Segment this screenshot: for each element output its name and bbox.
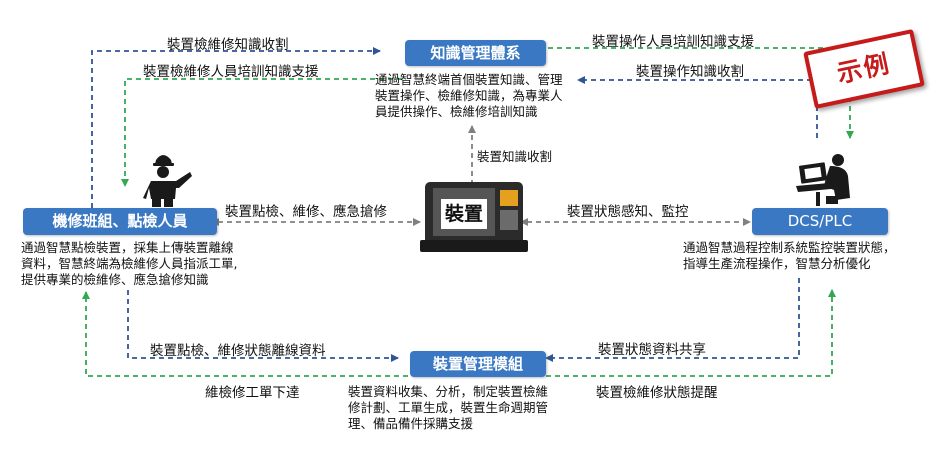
edge-label-management-to-dcs: 裝置檢維修狀態提醒 [596,385,718,401]
edge-label-dcs-to-knowledge: 裝置操作知識收割 [636,64,744,80]
edge-label-knowledge-to-dcs: 裝置操作人員培訓知識支援 [592,34,754,50]
edge-label-knowledge-to-crew: 裝置檢維修人員培訓知識支援 [143,64,319,80]
edge-dcs-to-knowledge [577,76,818,138]
knowledge-description: 通過智慧終端首個裝置知識、管理 裝置操作、檢維修知識，為專業人 員提供操作、檢維… [375,72,605,120]
maintenance-crew-label: 機修班組、點檢人員 [52,212,188,230]
crew-desc-line: 資料，智慧終端為檢維修人員指派工單, [21,256,238,271]
crew-desc-line: 提供專業的檢維修、應急搶修知識 [21,272,209,287]
knowledge-system-label: 知識管理體系 [430,44,521,62]
edge-label-crew-to-management: 裝置點檢、維修狀態離線資料 [150,343,326,359]
maintenance-crew-node: 機修班組、點檢人員 [23,208,217,235]
edge-management-to-dcs [546,289,836,377]
edge-crew-to-management [127,290,399,362]
worker-icon [143,155,192,207]
edge-management-to-crew [82,291,408,377]
edge-crew-to-knowledge [91,47,381,208]
equipment-management-label: 裝置管理模組 [432,355,523,373]
crew-desc-line: 通過智慧點檢裝置，採集上傳裝置離線 [21,240,234,255]
edge-label-machine-knowledge: 裝置知識收割 [477,149,553,164]
machine-label: 裝置 [441,199,487,229]
dcs-plc-label: DCS/PLC [787,212,853,230]
dcs-description: 通過智慧過程控制系統監控裝置狀態， 指導生產流程操作，智慧分析優化 [683,240,943,272]
edge-label-machine-dcs: 裝置狀態感知、監控 [567,204,689,220]
edge-label-dcs-to-management: 裝置狀態資料共享 [598,342,706,358]
management-desc-line: 修計劃、工單生成，裝置生命週期管 [348,400,549,415]
knowledge-desc-line: 裝置操作、檢維修知識，為專業人 [375,88,563,103]
equipment-management-node: 裝置管理模組 [410,351,546,377]
dcs-plc-node: DCS/PLC [752,208,888,235]
management-description: 裝置資料收集、分析，制定裝置檢維 修計劃、工單生成，裝置生命週期管 理、備品備件… [348,384,598,432]
dcs-desc-line: 通過智慧過程控制系統監控裝置狀態， [683,240,896,255]
edge-knowledge-to-crew [121,78,402,187]
management-desc-line: 裝置資料收集、分析，制定裝置檢維 [348,384,549,399]
edge-label-crew-machine: 裝置點檢、維修、應急搶修 [225,204,387,220]
dcs-desc-line: 指導生產流程操作，智慧分析優化 [683,256,871,271]
knowledge-desc-line: 員提供操作、檢維修培訓知識 [375,104,538,119]
knowledge-system-node: 知識管理體系 [405,40,546,66]
edge-label-crew-to-knowledge: 裝置檢維修知識收割 [167,37,289,53]
knowledge-desc-line: 通過智慧終端首個裝置知識、管理 [375,72,563,87]
edge-label-management-to-crew: 維檢修工單下達 [205,385,300,401]
crew-description: 通過智慧點檢裝置，採集上傳裝置離線 資料，智慧終端為檢維修人員指派工單, 提供專… [21,240,321,288]
management-desc-line: 理、備品備件採購支援 [348,416,474,431]
operator-icon [796,154,850,206]
